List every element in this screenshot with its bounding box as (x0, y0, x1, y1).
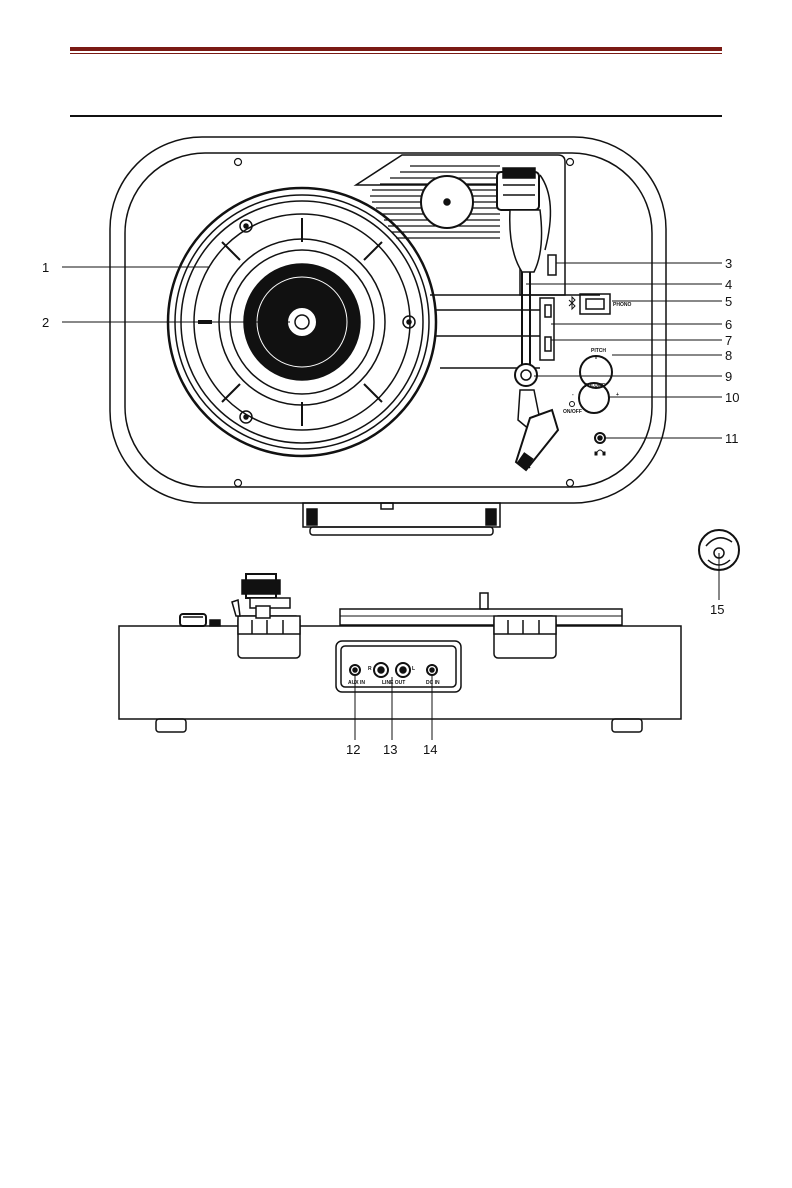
rear-view: AUX IN R L LINE OUT DC IN (119, 574, 681, 732)
callout-12: 12 (346, 742, 360, 757)
foot-left (156, 719, 186, 732)
callout-9: 9 (725, 369, 732, 384)
rear-body (119, 626, 681, 719)
spindle-side (480, 593, 488, 609)
callout-4: 4 (725, 277, 732, 292)
pitch-label: PITCH (591, 348, 606, 354)
phono-switch: PHONO (580, 294, 631, 314)
platter-side (340, 609, 622, 625)
leader-lines (62, 263, 722, 740)
line-out-label: LINE OUT (382, 680, 405, 686)
bluetooth-icon (569, 297, 575, 309)
callout-10: 10 (725, 390, 739, 405)
callout-7: 7 (725, 333, 732, 348)
callout-2: 2 (42, 315, 49, 330)
headphone-jack (595, 433, 605, 443)
line-out-r-label: R (368, 666, 372, 672)
tonearm (497, 168, 558, 470)
callout-13: 13 (383, 742, 397, 757)
callout-6: 6 (725, 317, 732, 332)
top-view: PHONO PITCH - + VOLUME ON/OFF (110, 137, 666, 535)
aux-in-label: AUX IN (348, 680, 365, 686)
callout-8: 8 (725, 348, 732, 363)
on-off-label: ON/OFF (563, 409, 582, 415)
carry-handle (303, 503, 500, 535)
volume-knob: VOLUME ON/OFF (563, 383, 609, 415)
phono-label: PHONO (613, 302, 631, 308)
callout-15: 15 (710, 602, 724, 617)
callout-11: 11 (725, 431, 739, 446)
hinges (238, 616, 556, 658)
line-out-l-label: L (412, 666, 415, 672)
headphone-icon (595, 450, 605, 455)
callout-3: 3 (725, 256, 732, 271)
callout-5: 5 (725, 294, 732, 309)
callout-14: 14 (423, 742, 437, 757)
pitch-minus-label: - (572, 392, 574, 398)
foot-right (612, 719, 642, 732)
dc-in-label: DC IN (426, 680, 440, 686)
callout-1: 1 (42, 260, 49, 275)
pitch-knob: PITCH - + (572, 348, 619, 398)
